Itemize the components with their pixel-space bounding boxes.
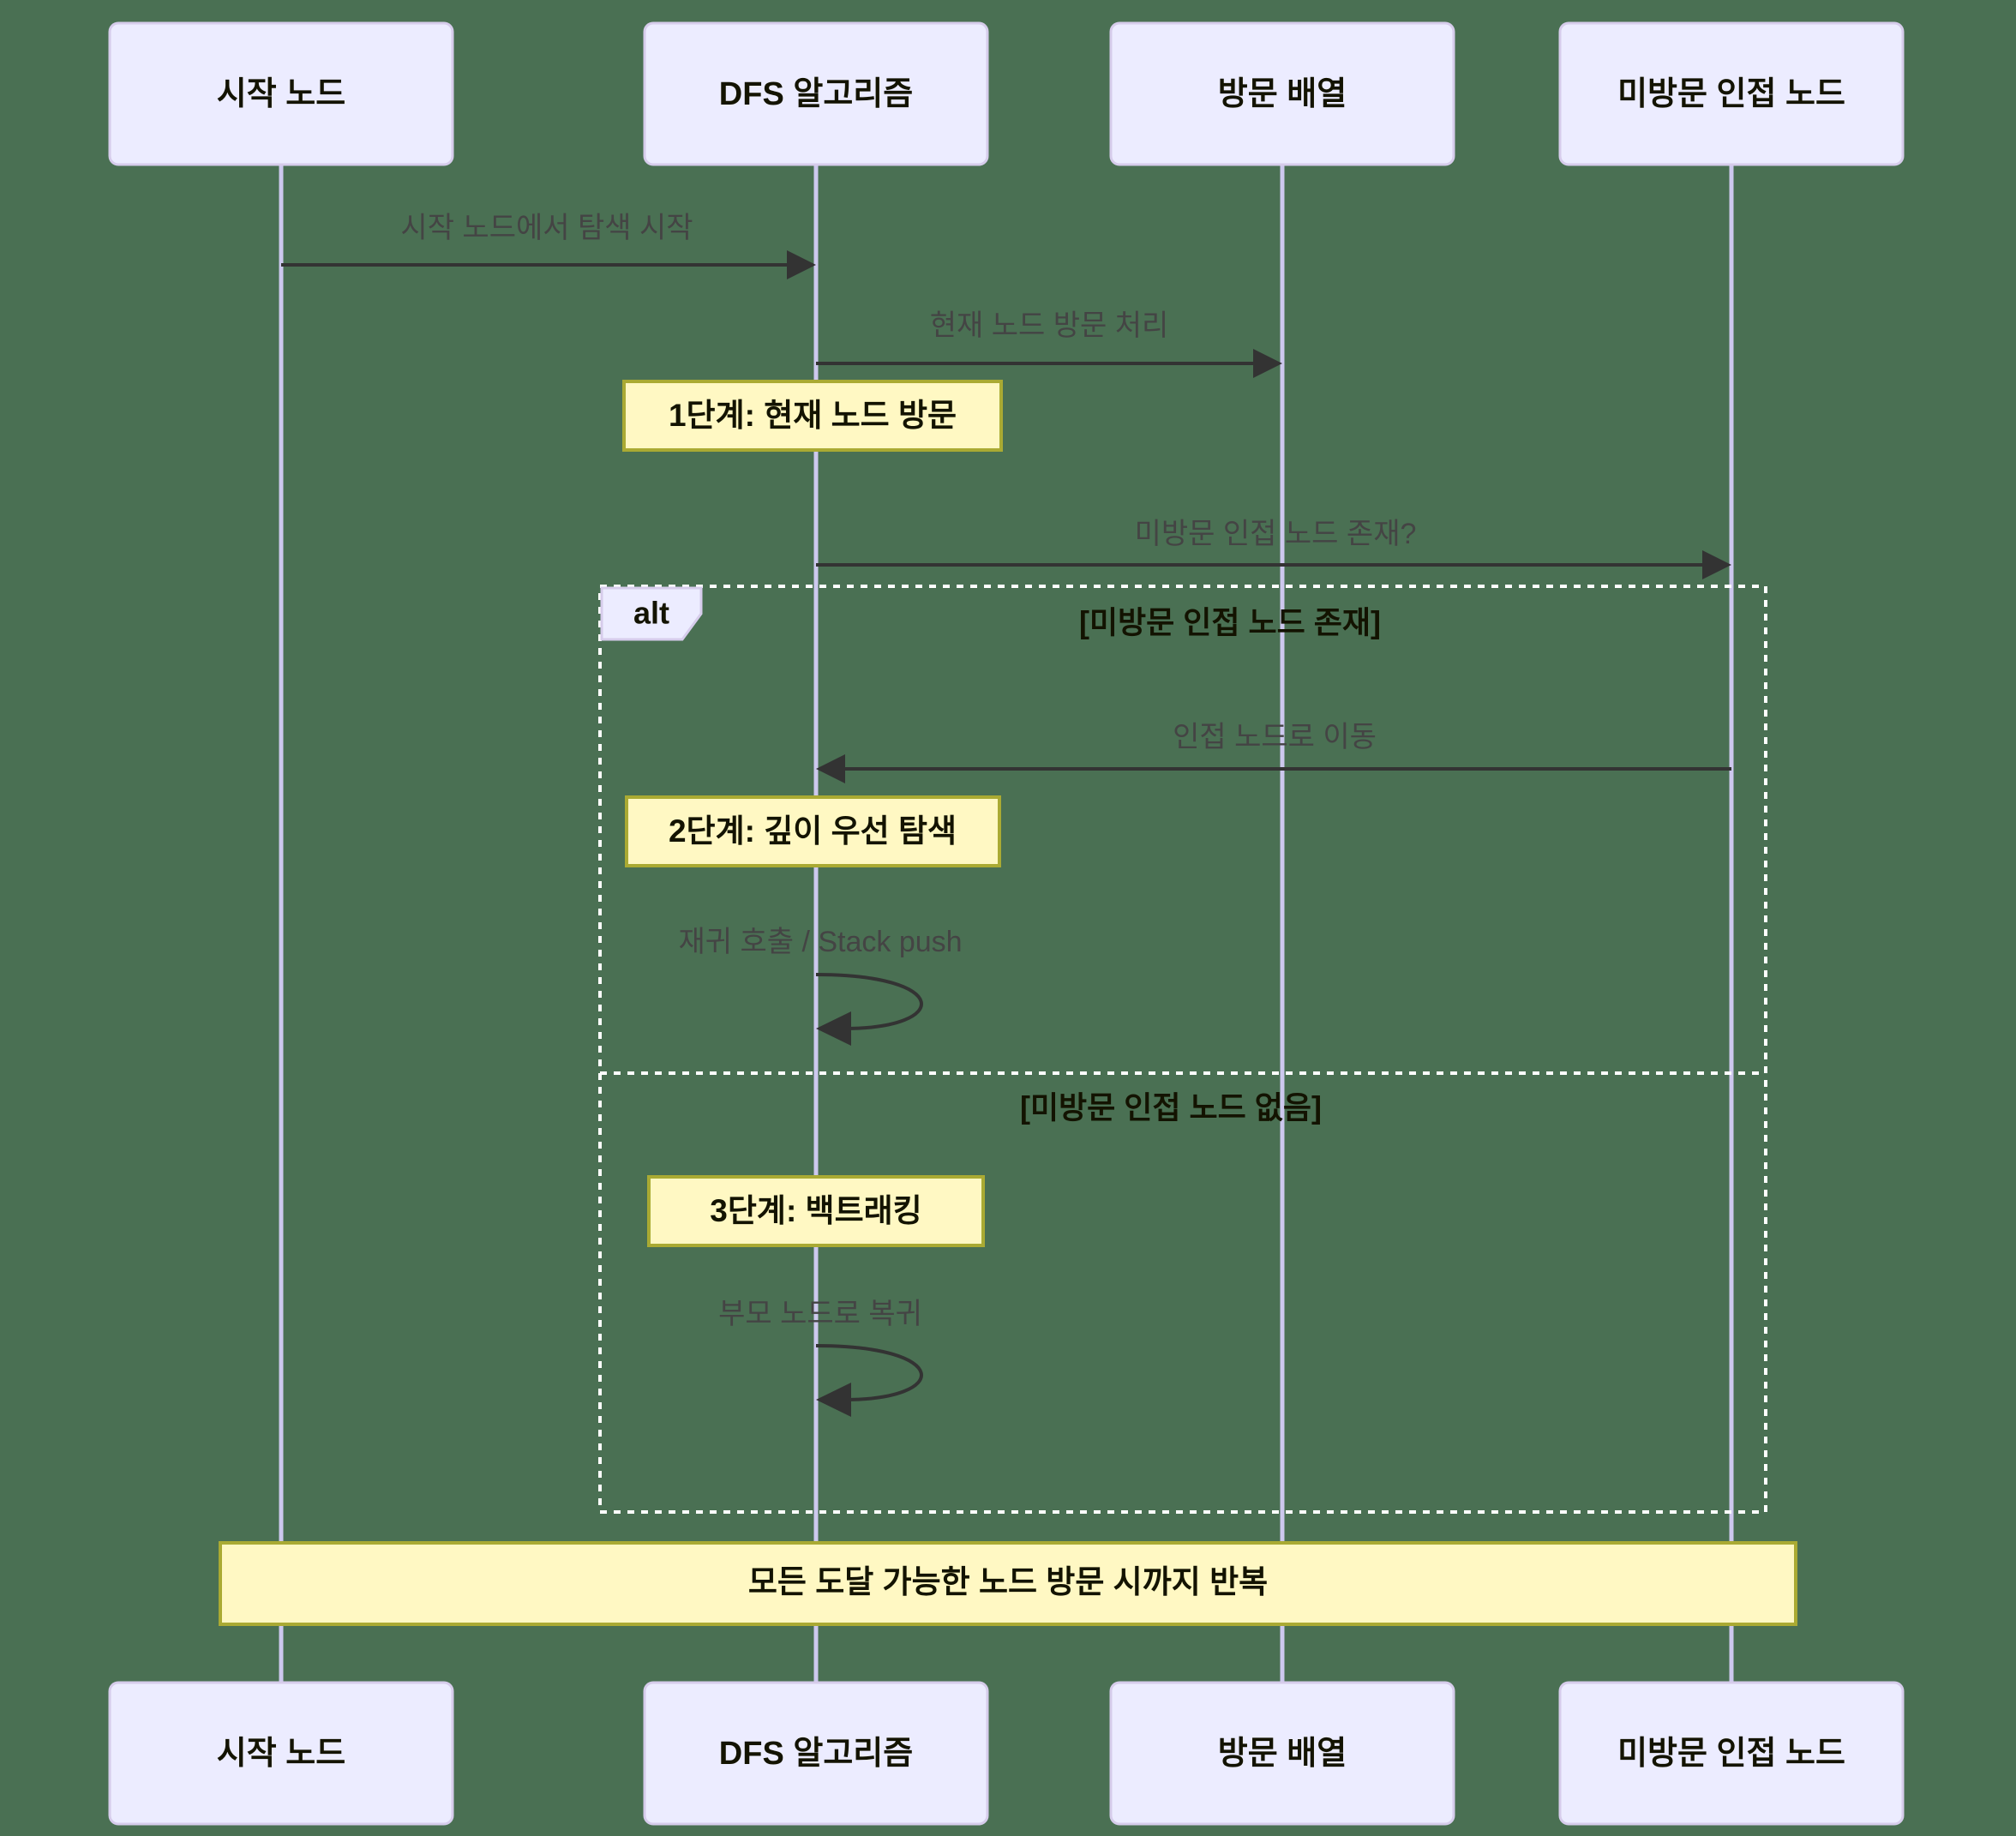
message-4-label: 인접 노드로 이동 bbox=[1173, 721, 1377, 753]
participant-bottom-neighbor-label: 미방문 인접 노드 bbox=[1617, 1736, 1845, 1772]
message-5-label: 재귀 호출 / Stack push bbox=[678, 926, 962, 958]
message-6-arrowhead bbox=[816, 1383, 851, 1417]
message-5-arrowhead bbox=[816, 1011, 851, 1046]
participant-top-visited-box bbox=[1109, 21, 1455, 166]
note-3-label: 3단계: 백트래킹 bbox=[710, 1193, 921, 1228]
message-4-arrowhead bbox=[816, 754, 845, 783]
participant-bottom-visited-label: 방문 배열 bbox=[1218, 1736, 1347, 1772]
alt-tag-label: alt bbox=[633, 596, 669, 631]
note-1-label: 1단계: 현재 노드 방문 bbox=[669, 398, 957, 433]
participant-bottom-dfs-label: DFS 알고리즘 bbox=[719, 1736, 913, 1772]
participant-top-neighbor-label: 미방문 인접 노드 bbox=[1617, 76, 1845, 112]
message-5[interactable]: 재귀 호출 / Stack push bbox=[678, 926, 963, 1046]
message-2-arrowhead bbox=[1253, 349, 1282, 378]
participant-top-neighbor[interactable]: 미방문 인접 노드 bbox=[1558, 21, 1905, 166]
note-4-box bbox=[219, 1541, 1797, 1626]
participant-top-start-box bbox=[108, 21, 454, 166]
participant-top-start[interactable]: 시작 노드 bbox=[108, 21, 454, 166]
message-6-loop bbox=[815, 1344, 923, 1401]
participant-top-dfs-box bbox=[643, 21, 989, 166]
participant-bottom-start-box bbox=[108, 1681, 454, 1826]
note-2: 2단계: 깊이 우선 탐색 bbox=[625, 795, 1001, 867]
message-3-arrowhead bbox=[1702, 550, 1731, 579]
note-2-label: 2단계: 깊이 우선 탐색 bbox=[669, 813, 957, 849]
message-6[interactable]: 부모 노드로 복귀 bbox=[718, 1298, 923, 1417]
note-3-box bbox=[647, 1175, 985, 1247]
participants-bottom: 시작 노드 DFS 알고리즘 방문 배열 미방문 인접 노드 bbox=[108, 1681, 1905, 1826]
participant-bottom-visited-box bbox=[1109, 1681, 1455, 1826]
note-4: 모든 도달 가능한 노드 방문 시까지 반복 bbox=[219, 1541, 1797, 1626]
note-4-label: 모든 도달 가능한 노드 방문 시까지 반복 bbox=[748, 1564, 1268, 1599]
participant-top-visited-label: 방문 배열 bbox=[1218, 76, 1347, 112]
message-4[interactable]: 인접 노드로 이동 bbox=[816, 721, 1731, 783]
participant-top-start-label: 시작 노드 bbox=[217, 76, 345, 112]
alt-condition-1: [미방문 인접 노드 존재] bbox=[1079, 605, 1381, 640]
participants-top: 시작 노드 DFS 알고리즘 방문 배열 미방문 인접 노드 bbox=[108, 21, 1905, 166]
participant-bottom-start-label: 시작 노드 bbox=[217, 1736, 345, 1772]
lifelines bbox=[279, 165, 1734, 1683]
participant-top-neighbor-box bbox=[1558, 21, 1905, 166]
message-5-loop bbox=[815, 973, 923, 1030]
participant-top-visited[interactable]: 방문 배열 bbox=[1109, 21, 1455, 166]
message-3[interactable]: 미방문 인접 노드 존재? bbox=[816, 518, 1731, 579]
alt-frame-border bbox=[598, 585, 1767, 1514]
message-6-label: 부모 노드로 복귀 bbox=[718, 1298, 922, 1330]
participant-bottom-neighbor-box bbox=[1558, 1681, 1905, 1826]
participant-bottom-visited[interactable]: 방문 배열 bbox=[1109, 1681, 1455, 1826]
participant-bottom-start[interactable]: 시작 노드 bbox=[108, 1681, 454, 1826]
participant-bottom-dfs-box bbox=[643, 1681, 989, 1826]
note-3: 3단계: 백트래킹 bbox=[647, 1175, 985, 1247]
message-2-label: 현재 노드 방문 처리 bbox=[930, 309, 1169, 342]
participant-top-dfs[interactable]: DFS 알고리즘 bbox=[643, 21, 989, 166]
alt-condition-2: [미방문 인접 노드 없음] bbox=[1020, 1090, 1322, 1125]
alt-tag-shape bbox=[600, 586, 703, 641]
participant-bottom-dfs[interactable]: DFS 알고리즘 bbox=[643, 1681, 989, 1826]
participant-top-dfs-label: DFS 알고리즘 bbox=[719, 76, 913, 112]
participant-bottom-neighbor[interactable]: 미방문 인접 노드 bbox=[1558, 1681, 1905, 1826]
message-1[interactable]: 시작 노드에서 탐색 시작 bbox=[281, 212, 816, 279]
message-1-arrowhead bbox=[787, 250, 816, 279]
message-2[interactable]: 현재 노드 방문 처리 bbox=[816, 309, 1282, 378]
message-1-label: 시작 노드에서 탐색 시작 bbox=[400, 212, 693, 244]
alt-fragment: alt [미방문 인접 노드 존재] [미방문 인접 노드 없음] bbox=[598, 585, 1767, 1514]
note-1: 1단계: 현재 노드 방문 bbox=[622, 380, 1003, 452]
message-3-label: 미방문 인접 노드 존재? bbox=[1135, 518, 1417, 550]
note-1-box bbox=[622, 380, 1003, 452]
note-2-box bbox=[625, 795, 1001, 867]
